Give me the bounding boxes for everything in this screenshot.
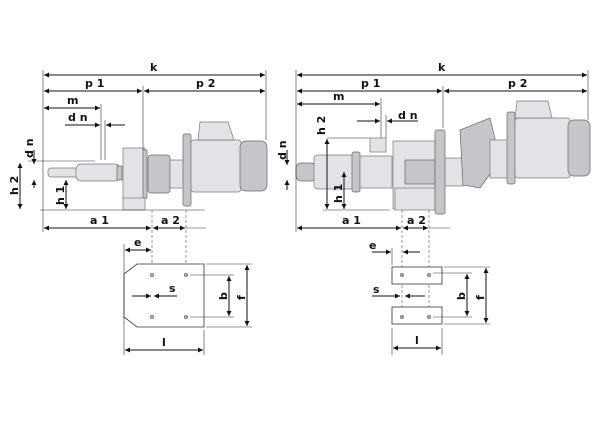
left-label-l: l — [162, 336, 166, 349]
right-label-l: l — [415, 334, 419, 347]
left-label-k: k — [150, 61, 158, 74]
left-label-h2: h 2 — [8, 176, 21, 195]
right-label-m: m — [333, 90, 344, 103]
right-label-a2: a 2 — [407, 214, 426, 227]
left-label-b: b — [217, 292, 230, 300]
left-pump-assembly — [40, 121, 268, 211]
right-label-k: k — [438, 61, 446, 74]
left-label-a2: a 2 — [161, 214, 180, 227]
right-label-b: b — [455, 292, 468, 300]
left-label-dn-vertical: d n — [23, 138, 36, 158]
left-label-a1: a 1 — [90, 214, 109, 227]
left-label-h1: h 1 — [54, 186, 67, 205]
right-label-h2: h 2 — [315, 116, 328, 135]
left-label-e: e — [134, 236, 141, 249]
right-label-p2: p 2 — [508, 77, 527, 90]
right-base-plates — [391, 266, 443, 325]
right-label-a1: a 1 — [342, 214, 361, 227]
right-label-p1: p 1 — [361, 77, 380, 90]
left-view: k p 1 p 2 m d n d n h 2 h 1 a 1 a 2 e — [8, 61, 268, 355]
left-label-p2: p 2 — [196, 77, 215, 90]
right-label-h1: h 1 — [332, 184, 345, 203]
right-pump-assembly — [295, 100, 591, 215]
right-label-dn-horizontal: d n — [398, 109, 418, 122]
right-label-e: e — [369, 239, 376, 252]
left-label-dn-horizontal: d n — [68, 111, 88, 124]
left-label-m: m — [67, 94, 78, 107]
right-label-dn-vertical: d n — [276, 140, 289, 160]
right-label-f: f — [474, 295, 487, 300]
right-label-s: s — [373, 283, 380, 296]
left-label-p1: p 1 — [85, 77, 104, 90]
left-label-s: s — [169, 282, 176, 295]
right-view: k p 1 p 2 m d n d n h 2 h 1 a 1 a 2 e — [276, 61, 591, 355]
left-label-f: f — [235, 295, 248, 300]
